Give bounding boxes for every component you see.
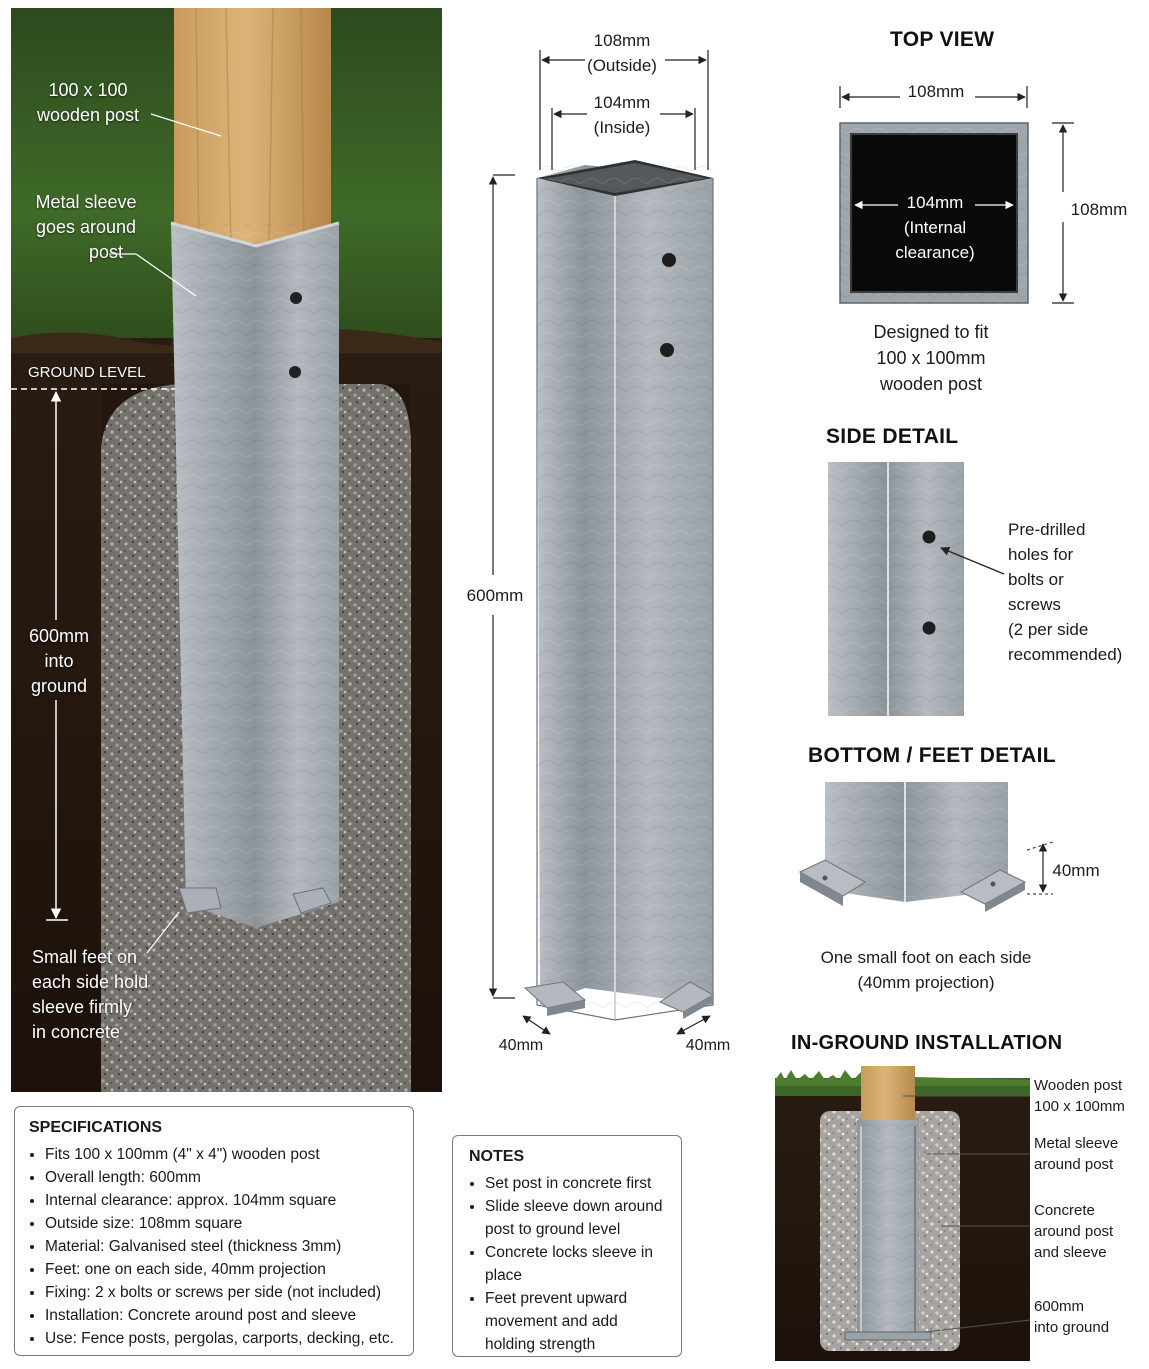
note-line: screws <box>1008 595 1061 614</box>
side-detail-drawing <box>828 462 1005 716</box>
feet-projection-label: 40mm <box>1052 861 1100 880</box>
depth-label: 600mm into ground <box>11 624 107 699</box>
inside-dim-label: 104mm (Inside) <box>572 90 672 140</box>
note-line: bolts or <box>1008 570 1064 589</box>
note-item: Set post in concrete first <box>485 1172 671 1195</box>
length-label: 600mm <box>466 586 524 605</box>
sleeve-label-line: Metal sleeve <box>35 192 137 212</box>
install-drawing <box>775 1066 1030 1361</box>
sleeve-drawing <box>488 50 715 1035</box>
spec-item: Installation: Concrete around post and s… <box>45 1304 403 1327</box>
sleeve-label-line: goes around <box>35 217 137 237</box>
spec-item: Overall length: 600mm <box>45 1166 403 1189</box>
spec-item: Material: Galvanised steel (thickness 3m… <box>45 1235 403 1258</box>
inside-dim-line: (Inside) <box>593 118 651 137</box>
internal-line: clearance) <box>895 243 975 262</box>
side-detail-title: SIDE DETAIL <box>826 425 959 448</box>
depth-label-line: ground <box>30 676 88 696</box>
note-line: Pre-drilled <box>1008 520 1086 539</box>
spec-item: Outside size: 108mm square <box>45 1212 403 1235</box>
depth-label-line: into <box>44 651 74 671</box>
install-label-line: Wooden post <box>1034 1077 1123 1094</box>
feet-caption-line: One small foot on each side <box>820 948 1032 967</box>
internal-line: 104mm <box>906 193 964 212</box>
sleeve-label-line: post <box>88 242 124 262</box>
install-label-concrete: Concrete around post and sleeve <box>1034 1200 1146 1263</box>
sleeve-label: Metal sleeve goes around post <box>21 190 151 265</box>
internal-line: (Internal <box>903 218 967 237</box>
note-item: Concrete locks sleeve in place <box>485 1241 671 1287</box>
spec-item: Internal clearance: approx. 104mm square <box>45 1189 403 1212</box>
outside-dim-line: 108mm <box>593 31 651 50</box>
feet-label-line: each side hold <box>32 972 149 992</box>
notes-title: NOTES <box>469 1148 525 1165</box>
top-view-title: TOP VIEW <box>890 28 995 51</box>
top-height-label: 108mm <box>1070 200 1128 219</box>
install-label-line: 600mm <box>1034 1298 1085 1315</box>
feet-detail-title: BOTTOM / FEET DETAIL <box>808 744 1056 767</box>
install-label-line: around post <box>1034 1223 1114 1240</box>
ground-cutaway-graphic <box>11 8 442 1092</box>
spec-item: Use: Fence posts, pergolas, carports, de… <box>45 1327 403 1350</box>
post-label-line: wooden post <box>36 105 140 125</box>
specifications-title: SPECIFICATIONS <box>29 1119 163 1136</box>
notes-list: Set post in concrete first Slide sleeve … <box>469 1172 671 1356</box>
note-item: Slide sleeve down around post to ground … <box>485 1195 671 1241</box>
caption-line: 100 x 100mm <box>876 348 986 368</box>
feet-caption-line: (40mm projection) <box>857 973 995 992</box>
install-label-line: Concrete <box>1034 1202 1095 1219</box>
specifications-list: Fits 100 x 100mm (4" x 4") wooden post O… <box>29 1143 403 1350</box>
post-label-line: 100 x 100 <box>48 80 128 100</box>
feet-detail-drawing <box>798 782 1054 912</box>
install-label-line: around post <box>1034 1156 1114 1173</box>
caption-line: wooden post <box>879 374 983 394</box>
install-label-depth: 600mm into ground <box>1034 1296 1146 1338</box>
install-title: IN-GROUND INSTALLATION <box>791 1032 1063 1054</box>
post-label: 100 x 100 wooden post <box>23 78 153 128</box>
top-view-drawing <box>839 86 1074 304</box>
feet-label: Small feet on each side hold sleeve firm… <box>32 945 192 1045</box>
outside-dim-line: (Outside) <box>587 56 657 75</box>
feet-label-line: Small feet on <box>32 947 138 967</box>
foot-right-label: 40mm <box>685 1037 731 1054</box>
feet-label-line: in concrete <box>32 1022 121 1042</box>
internal-clearance-label: 104mm (Internal clearance) <box>875 190 995 265</box>
note-line: (2 per side <box>1008 620 1089 639</box>
inside-dim-line: 104mm <box>593 93 651 112</box>
depth-label-line: 600mm <box>28 626 90 646</box>
notes-box: NOTES Set post in concrete first Slide s… <box>452 1135 682 1357</box>
foot-left-label: 40mm <box>498 1037 544 1054</box>
note-line: recommended) <box>1008 645 1123 664</box>
install-label-post: Wooden post 100 x 100mm <box>1034 1075 1146 1117</box>
note-line: holes for <box>1008 545 1074 564</box>
spec-item: Feet: one on each side, 40mm projection <box>45 1258 403 1281</box>
spec-item: Fits 100 x 100mm (4" x 4") wooden post <box>45 1143 403 1166</box>
feet-label-line: sleeve firmly <box>32 997 133 1017</box>
specifications-box: SPECIFICATIONS Fits 100 x 100mm (4" x 4"… <box>14 1106 414 1356</box>
install-label-line: 100 x 100mm <box>1034 1098 1125 1115</box>
side-detail-note: Pre-drilled holes for bolts or screws (2… <box>1008 517 1148 667</box>
install-label-line: and sleeve <box>1034 1244 1107 1261</box>
top-width-label: 108mm <box>907 82 965 101</box>
note-item: Feet prevent upward movement and add hol… <box>485 1287 671 1356</box>
top-view-caption: Designed to fit 100 x 100mm wooden post <box>851 319 1011 397</box>
install-label-line: Metal sleeve <box>1034 1135 1119 1152</box>
install-label-line: into ground <box>1034 1319 1110 1336</box>
feet-caption: One small foot on each side (40mm projec… <box>810 945 1042 995</box>
install-label-sleeve: Metal sleeve around post <box>1034 1133 1146 1175</box>
outside-dim-label: 108mm (Outside) <box>572 28 672 78</box>
spec-item: Fixing: 2 x bolts or screws per side (no… <box>45 1281 403 1304</box>
installation-illustration: 100 x 100 wooden post Metal sleeve goes … <box>11 8 442 1092</box>
ground-level-label: GROUND LEVEL <box>28 364 146 381</box>
caption-line: Designed to fit <box>873 322 989 342</box>
